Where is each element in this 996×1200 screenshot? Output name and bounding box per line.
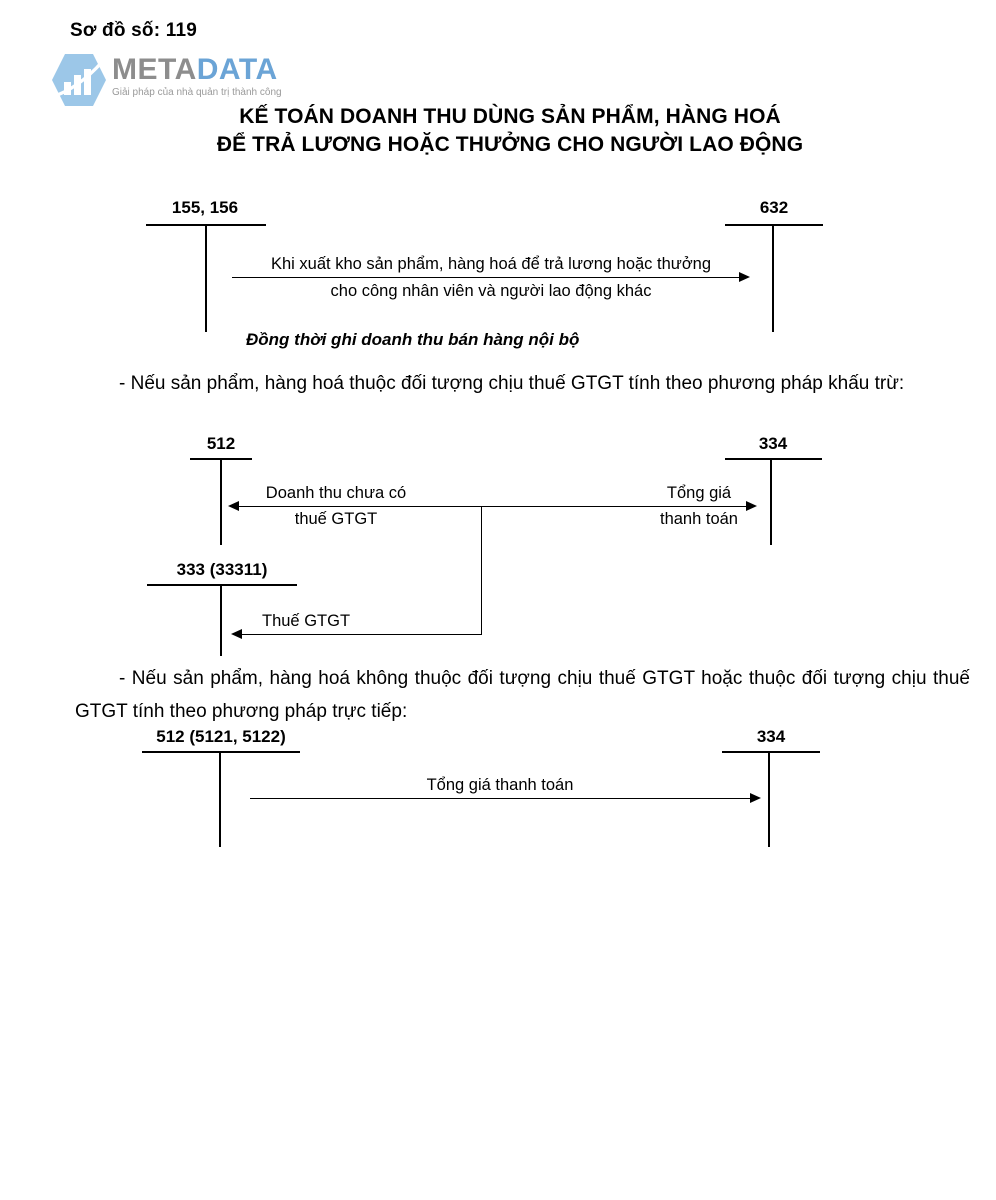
logo-word-meta: META	[112, 53, 197, 86]
flow-xuat-kho-shaft	[232, 277, 742, 278]
account-334-top-bar	[725, 458, 822, 460]
page-title: KẾ TOÁN DOANH THU DÙNG SẢN PHẨM, HÀNG HO…	[150, 103, 870, 159]
account-512-stem	[220, 458, 222, 545]
logo-tagline: Giải pháp của nhà quản trị thành công	[112, 87, 282, 98]
account-632-stem	[772, 224, 774, 332]
flow-tong-gia-arrowhead	[746, 501, 757, 511]
account-632-label: 632	[759, 198, 789, 217]
flow-xuat-kho-arrowhead	[739, 272, 750, 282]
flow-xuat-kho-label-below: cho công nhân viên và người lao động khá…	[330, 282, 652, 300]
flow-tong-gia-thanh-toan-2-arrowhead	[750, 793, 761, 803]
section-2-intro-span: - Nếu sản phẩm, hàng hoá thuộc đối tượng…	[119, 373, 905, 394]
flow-tong-gia-label-below: thanh toán	[660, 510, 738, 528]
title-line-2: ĐỂ TRẢ LƯƠNG HOẶC THƯỞNG CHO NGƯỜI LAO Đ…	[216, 133, 804, 156]
account-155-156-label: 155, 156	[171, 198, 239, 217]
account-155-156-stem	[205, 224, 207, 332]
flow-thue-gtgt-label: Thuế GTGT	[262, 612, 351, 630]
diagram-number-label: Sơ đồ số: 119	[70, 20, 197, 41]
account-334-b-top-bar	[722, 751, 820, 753]
section-1-note: Đồng thời ghi doanh thu bán hàng nội bộ	[246, 330, 580, 349]
account-512-5121-5122-top-bar	[142, 751, 300, 753]
section-3-intro-span: - Nếu sản phẩm, hàng hoá không thuộc đối…	[75, 668, 970, 722]
logo-wordmark: METADATA Giải pháp của nhà quản trị thàn…	[112, 54, 352, 99]
flow-tong-gia-thanh-toan-2-shaft	[250, 798, 753, 799]
flow-xuat-kho-label-above: Khi xuất kho sản phẩm, hàng hoá để trả l…	[270, 255, 711, 273]
section-3-intro-text: - Nếu sản phẩm, hàng hoá không thuộc đối…	[75, 662, 970, 728]
account-334-stem	[770, 458, 772, 545]
flow-doanh-thu-label-below: thuế GTGT	[294, 510, 378, 528]
metadata-logo: METADATA Giải pháp của nhà quản trị thàn…	[50, 52, 350, 108]
account-334-b-label: 334	[756, 727, 786, 746]
flow-doanh-thu-arrowhead	[228, 501, 239, 511]
account-512-label: 512	[206, 434, 236, 453]
logo-word-data: DATA	[196, 53, 278, 86]
flow-tong-gia-label-above: Tổng giá	[666, 484, 732, 502]
account-333-33311-stem	[220, 584, 222, 656]
title-line-1: KẾ TOÁN DOANH THU DÙNG SẢN PHẨM, HÀNG HO…	[239, 105, 781, 128]
flow-tong-gia-thanh-toan-2-label: Tổng giá thanh toán	[426, 776, 574, 794]
flow-thue-gtgt-shaft	[240, 634, 482, 635]
account-512-5121-5122-label: 512 (5121, 5122)	[156, 727, 286, 746]
account-632-top-bar	[725, 224, 823, 226]
account-333-33311-label: 333 (33311)	[176, 560, 268, 579]
section-2-junction-drop-line	[481, 506, 482, 635]
flow-doanh-thu-label-above: Doanh thu chưa có	[265, 484, 407, 502]
logo-hexagon-chart-icon	[50, 52, 108, 108]
flow-thue-gtgt-arrowhead	[231, 629, 242, 639]
account-334-label: 334	[758, 434, 788, 453]
account-512-5121-5122-stem	[219, 751, 221, 847]
section-2-flow-shaft	[238, 506, 754, 507]
account-333-33311-top-bar	[147, 584, 297, 586]
account-334-b-stem	[768, 751, 770, 847]
section-2-intro-text: - Nếu sản phẩm, hàng hoá thuộc đối tượng…	[75, 367, 970, 400]
